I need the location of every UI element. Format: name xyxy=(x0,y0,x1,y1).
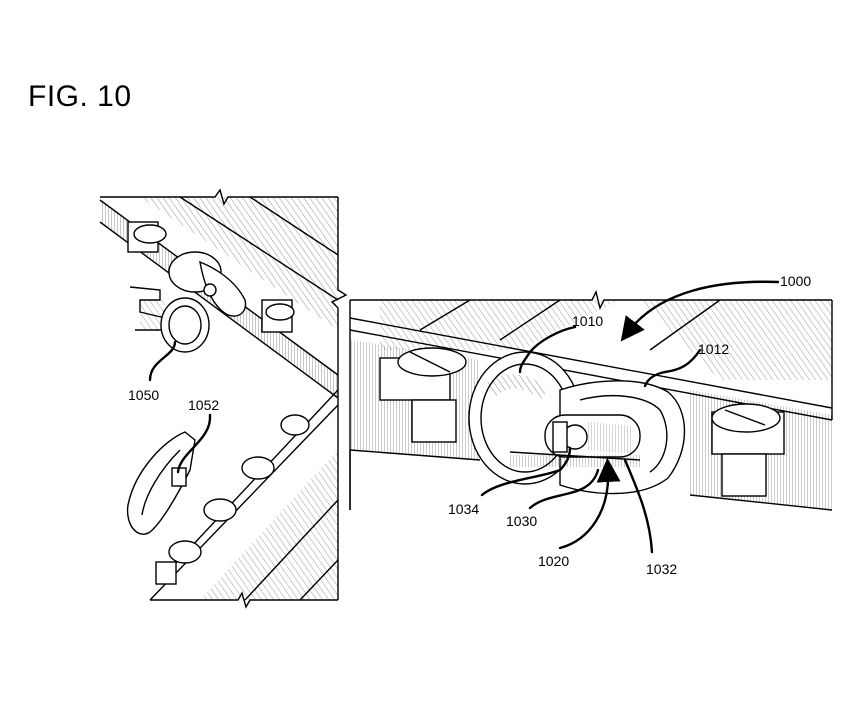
label-1050: 1050 xyxy=(128,387,159,403)
reference-labels: 1000 1010 1012 1020 1030 1032 1034 1050 … xyxy=(128,273,811,577)
label-1000: 1000 xyxy=(780,273,811,289)
figure-title: FIG. 10 xyxy=(28,80,132,113)
label-1012: 1012 xyxy=(698,341,729,357)
label-1052: 1052 xyxy=(188,397,219,413)
detached-disc-1050 xyxy=(129,286,210,353)
detached-clip-1052 xyxy=(126,431,196,535)
right-view xyxy=(349,289,833,511)
label-1030: 1030 xyxy=(506,513,537,529)
label-1034: 1034 xyxy=(448,501,479,517)
mechanism-1000 xyxy=(468,351,686,495)
label-1032: 1032 xyxy=(646,561,677,577)
label-1010: 1010 xyxy=(572,313,603,329)
label-1020: 1020 xyxy=(538,553,569,569)
left-view xyxy=(99,188,348,609)
leader-lines xyxy=(148,280,780,554)
